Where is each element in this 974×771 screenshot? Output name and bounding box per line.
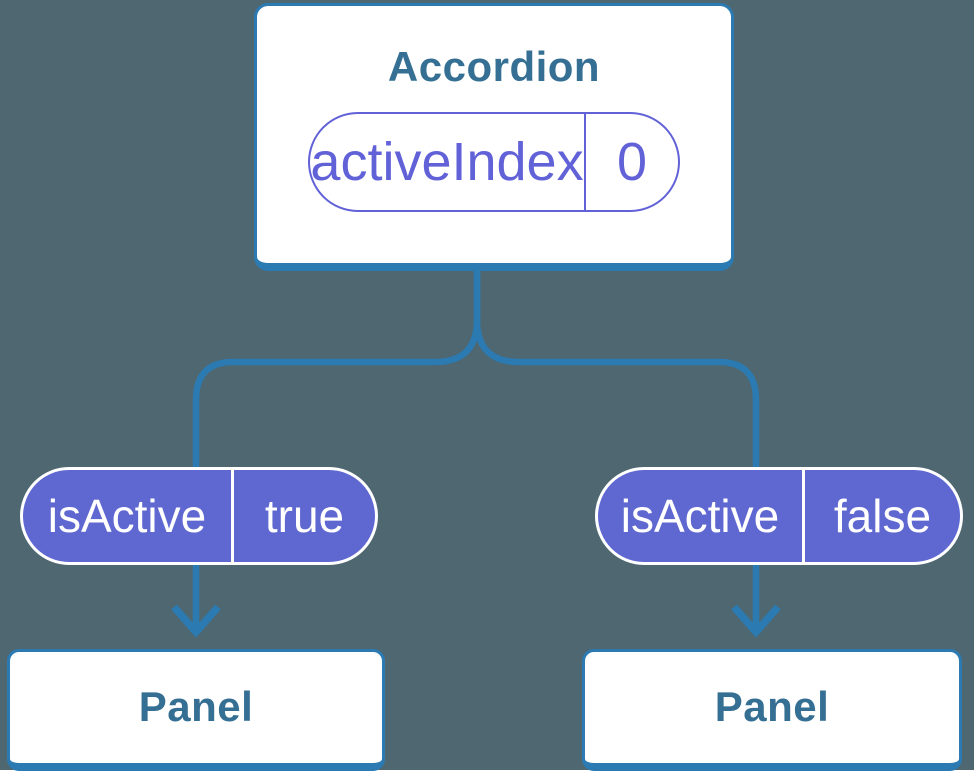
active-index-pill-label: activeIndex	[310, 114, 586, 211]
down-arrow-left-icon	[171, 604, 221, 638]
accordion-title: Accordion	[387, 43, 601, 90]
panel-card-right: Panel	[582, 649, 962, 771]
right-branch-line	[473, 262, 760, 631]
is-active-pill-left: isActive true	[20, 467, 378, 565]
panel-card-left: Panel	[7, 649, 385, 771]
down-arrow-right-icon	[731, 604, 781, 638]
panel-right-title: Panel	[714, 683, 830, 731]
left-branch-line	[192, 262, 481, 631]
is-active-pill-left-value: true	[264, 490, 345, 542]
is-active-pill-right: isActive false	[595, 467, 963, 565]
panel-left-title: Panel	[138, 683, 254, 731]
is-active-pill-left-label: isActive	[23, 470, 234, 562]
active-index-pill-value: 0	[616, 132, 648, 193]
active-index-pill: activeIndex 0	[308, 112, 680, 213]
is-active-pill-right-label: isActive	[598, 470, 805, 562]
accordion-card: Accordion activeIndex 0	[254, 3, 734, 271]
is-active-pill-right-value: false	[833, 490, 932, 542]
